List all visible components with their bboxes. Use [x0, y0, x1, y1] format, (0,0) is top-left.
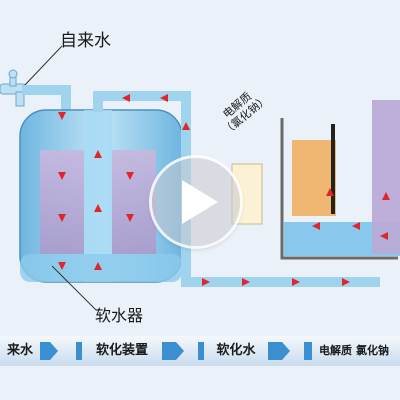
- play-button[interactable]: [152, 158, 240, 246]
- flow-step-softening-unit: 软化装置: [95, 343, 148, 358]
- electrode: [331, 124, 335, 214]
- electrolysis-cell: [280, 100, 400, 260]
- electrolyte-tank: [292, 140, 336, 216]
- softener-leader: [51, 265, 97, 311]
- flow-arrows: [58, 94, 390, 286]
- flow-step-electrolyte-part2: 氯化钠: [356, 344, 389, 357]
- central-riser: [84, 110, 112, 282]
- flow-step-electrolyte: 电解质氯化钠: [312, 340, 400, 362]
- resin-bed-right: [112, 150, 156, 254]
- flow-step-electrolyte-part1: 电解质: [319, 344, 352, 357]
- inlet-pipe: [22, 85, 71, 116]
- membrane-chamber: [372, 100, 400, 254]
- flow-step-softened-water: 软化水: [216, 343, 256, 358]
- process-band-arrows: [40, 342, 312, 360]
- resin-bed-left: [40, 150, 84, 254]
- softener-label: 软水器: [95, 306, 144, 325]
- flow-step-inlet: 来水: [6, 343, 33, 358]
- softener-tank: [19, 109, 183, 283]
- play-icon: [182, 180, 218, 224]
- tap-water-label: 自来水: [60, 31, 111, 51]
- tap-water-leader: [23, 45, 63, 87]
- faucet-icon: [0, 69, 27, 107]
